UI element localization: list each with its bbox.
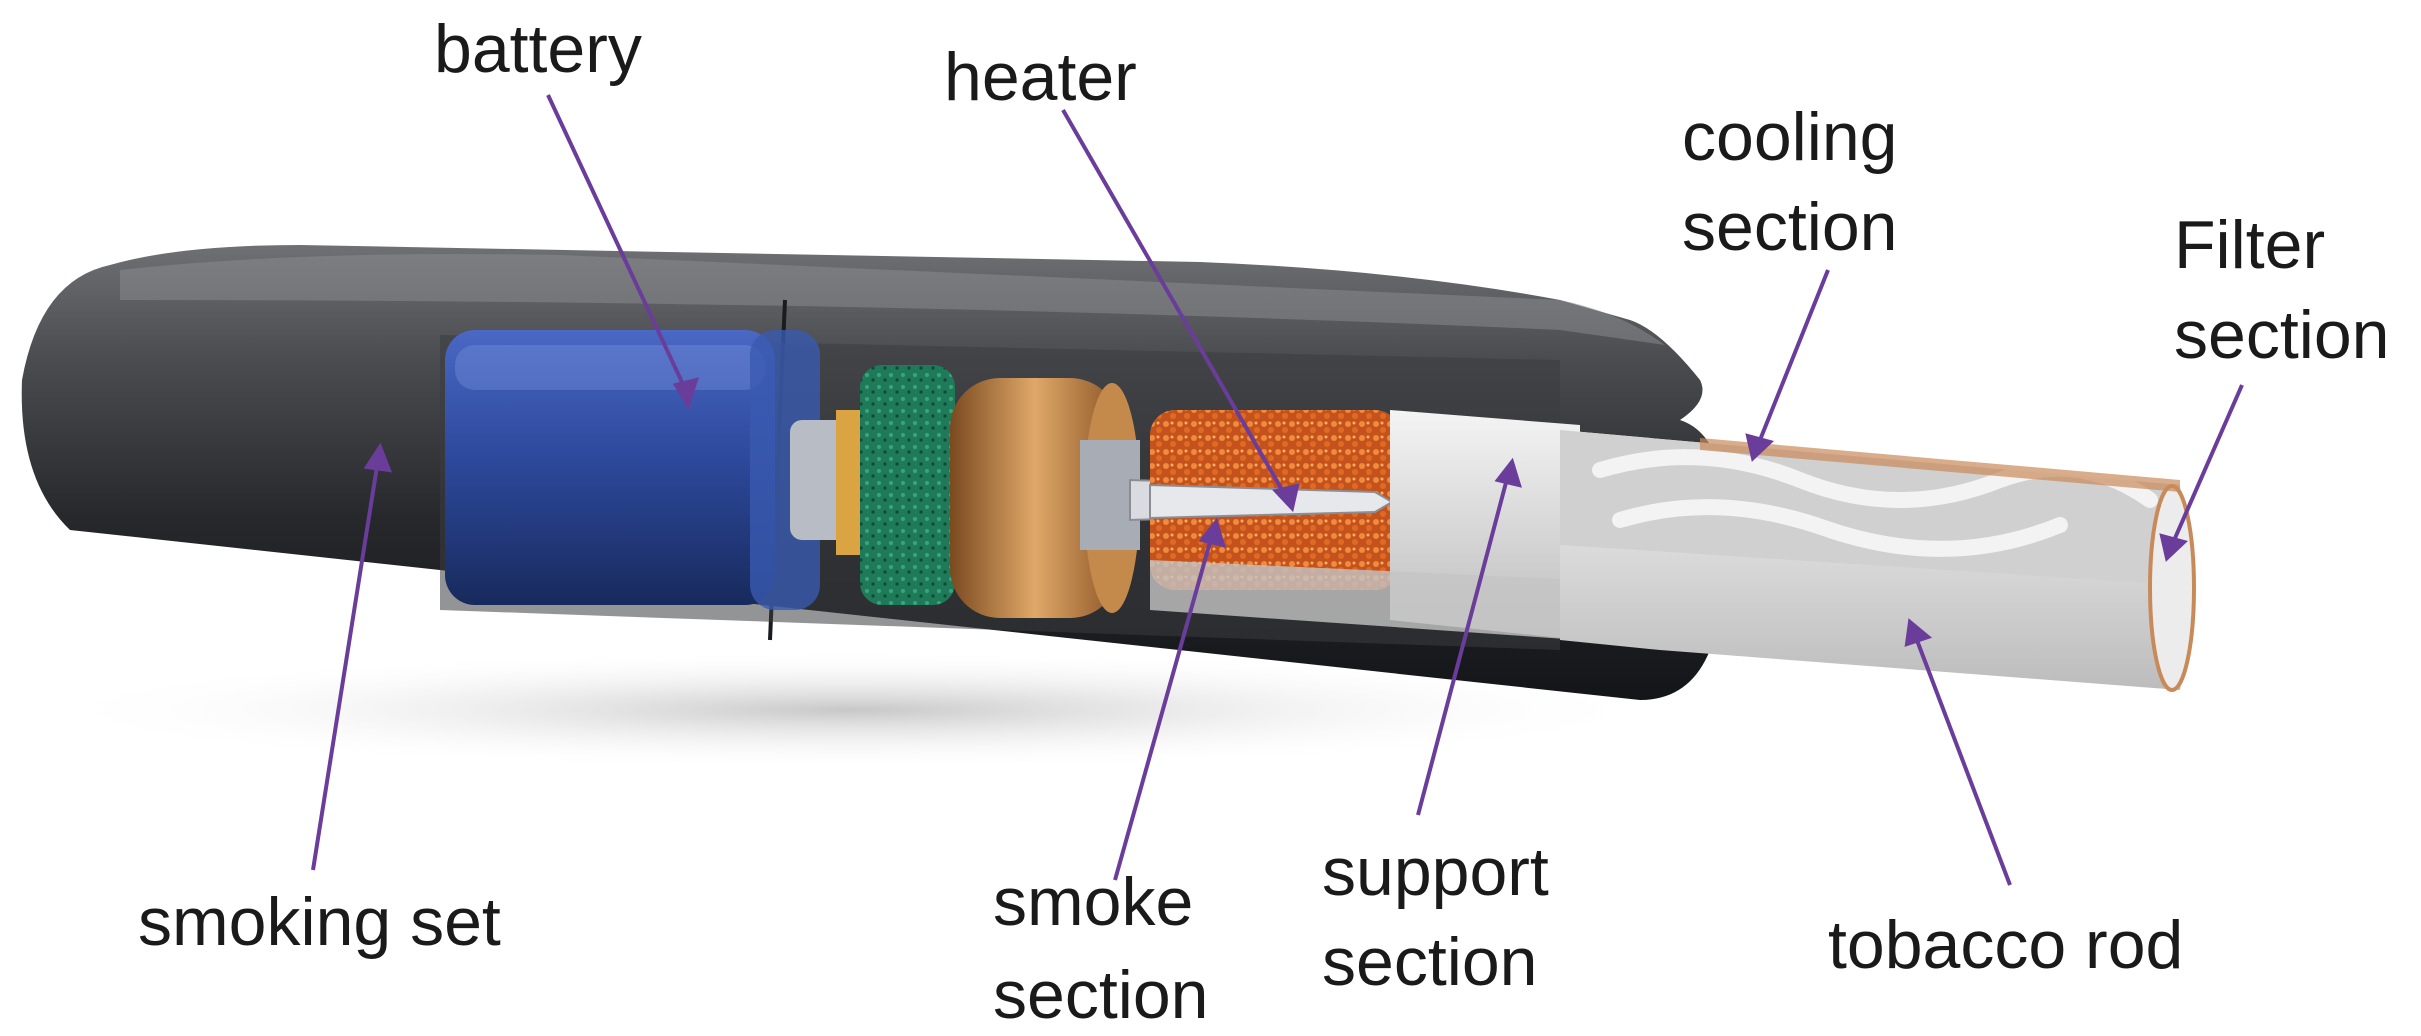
- support-tube-shade: [1150, 560, 1580, 640]
- copper-ring: [950, 378, 1120, 618]
- leader-tobacco: [1913, 634, 2012, 886]
- battery-sheen: [455, 345, 765, 390]
- battery: [445, 330, 775, 605]
- leader-filter: [2170, 384, 2244, 546]
- circuit-board: [860, 365, 955, 605]
- label-cooling-line2: section: [1682, 189, 1897, 265]
- label-cooling-line1: cooling: [1682, 99, 1898, 175]
- arrow-tobacco: [1904, 618, 1933, 647]
- label-support-line1: support: [1322, 834, 1549, 910]
- label-battery: battery: [434, 11, 642, 87]
- label-support-line2: section: [1322, 924, 1537, 1000]
- arrow-heater: [1272, 483, 1300, 513]
- label-tobacco-rod: tobacco rod: [1828, 907, 2183, 983]
- leader-cooling: [1756, 269, 1830, 446]
- arrow-support: [1494, 457, 1522, 488]
- arrow-cooling: [1745, 433, 1774, 462]
- body-highlight: [120, 254, 1665, 345]
- leader-battery: [546, 94, 690, 396]
- heater-blade-front: [1149, 483, 1394, 520]
- leader-lines: [311, 94, 2244, 886]
- label-smoking-set: smoking set: [138, 884, 501, 960]
- leader-smoke: [1113, 534, 1214, 881]
- connector: [790, 420, 850, 540]
- leader-smoking-set: [311, 459, 380, 871]
- leader-heater: [1061, 109, 1287, 496]
- label-heater: heater: [944, 39, 1137, 115]
- label-filter-line2: section: [2174, 297, 2389, 373]
- arrow-smoke: [1198, 517, 1226, 548]
- stick-end-face: [2148, 484, 2196, 692]
- arrow-filter: [2159, 533, 2188, 562]
- label-filter-line1: Filter: [2174, 207, 2325, 283]
- arrow-battery: [672, 377, 699, 410]
- leader-support: [1416, 474, 1510, 816]
- arrow-smoking-set: [363, 442, 393, 473]
- smoke-wisps: [1592, 449, 2158, 557]
- label-smoke-line2: section: [993, 957, 1208, 1033]
- label-smoke-line1: smoke: [993, 864, 1193, 940]
- connector-cap: [836, 410, 860, 555]
- cooling-band: [1700, 438, 2180, 492]
- device-shadow: [30, 650, 1670, 770]
- stick-cut-top: [1560, 430, 2180, 585]
